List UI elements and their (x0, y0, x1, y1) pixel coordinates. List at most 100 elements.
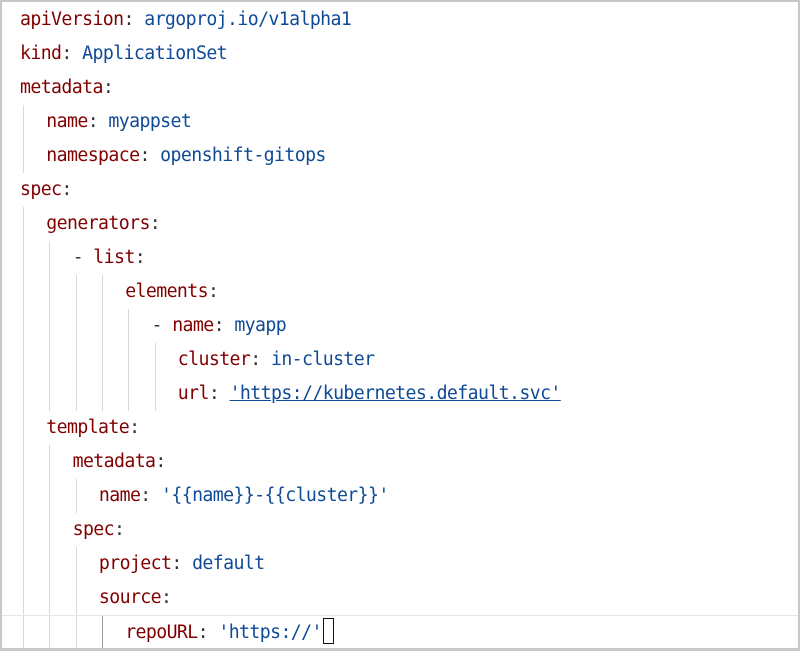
code-text: metadata: (20, 71, 114, 105)
indent-guide (49, 479, 51, 513)
yaml-key: metadata (20, 77, 103, 98)
indent-guide (49, 547, 51, 581)
indent-guide (75, 343, 77, 377)
yaml-key: apiVersion (20, 9, 124, 30)
colon: : (134, 247, 146, 268)
code-line[interactable]: - name: myapp (2, 309, 798, 343)
yaml-value: 'https://' (218, 622, 322, 643)
code-line[interactable]: name: '{{name}}-{{cluster}}' (2, 479, 798, 513)
indent-guide (128, 309, 130, 343)
indent-guide (49, 616, 51, 648)
colon: : (213, 315, 225, 336)
yaml-key: list (93, 247, 135, 268)
indent-guide (75, 616, 77, 648)
code-line[interactable]: name: myappset (2, 105, 798, 139)
code-line[interactable]: url: 'https://kubernetes.default.svc' (2, 377, 798, 411)
yaml-value: in-cluster (270, 349, 375, 370)
colon: : (87, 111, 99, 132)
code-line[interactable]: namespace: openshift-gitops (2, 139, 798, 173)
yaml-key: url (177, 383, 210, 404)
yaml-key: cluster (177, 349, 251, 370)
colon: : (102, 77, 114, 98)
code-text: - name: myapp (152, 309, 287, 343)
indent-guide (49, 343, 51, 377)
indent-guide (23, 616, 24, 648)
yaml-value-link[interactable]: 'https://kubernetes.default.svc' (229, 383, 562, 404)
code-line[interactable]: metadata: (2, 445, 798, 479)
indent-guide (75, 547, 77, 581)
indent-guide (23, 105, 24, 139)
indent-guide (23, 581, 24, 615)
code-line[interactable]: cluster: in-cluster (2, 343, 798, 377)
colon: : (208, 383, 220, 404)
code-line[interactable]: generators: (2, 207, 798, 241)
indent-guide (49, 513, 51, 547)
code-text: source: (99, 581, 172, 615)
code-text: elements: (125, 275, 219, 309)
colon: : (197, 622, 209, 643)
colon: : (114, 519, 125, 540)
indent-guide (49, 309, 51, 343)
colon: : (208, 281, 219, 302)
indent-guide (49, 581, 51, 615)
code-line[interactable]: kind: ApplicationSet (2, 37, 798, 71)
indent-guide (154, 377, 156, 411)
colon: : (250, 349, 261, 370)
yaml-key: generators (46, 213, 150, 234)
colon: : (61, 43, 72, 64)
code-text: metadata: (72, 445, 167, 479)
code-line[interactable]: - list: (2, 241, 798, 275)
indent-guide (128, 377, 130, 411)
colon: : (129, 417, 140, 438)
indent-guide (23, 139, 24, 173)
code-text: spec: (20, 173, 72, 207)
code-text: cluster: in-cluster (178, 343, 375, 377)
indent-guide (49, 377, 51, 411)
yaml-key: spec (20, 179, 62, 200)
code-line[interactable]: elements: (2, 275, 798, 309)
yaml-value: openshift-gitops (160, 145, 326, 166)
yaml-value: ApplicationSet (82, 43, 228, 64)
colon: : (149, 213, 161, 234)
indent-guide (23, 513, 24, 547)
yaml-value: default (192, 553, 265, 574)
indent-guide (23, 377, 24, 411)
code-line[interactable]: spec: (2, 513, 798, 547)
yaml-key: namespace (46, 145, 140, 166)
indent-guide (49, 275, 51, 309)
yaml-key: project (98, 553, 172, 574)
code-text: generators: (46, 207, 160, 241)
indent-guide (23, 343, 24, 377)
code-text: project: default (99, 547, 265, 581)
indent-guide (75, 275, 77, 309)
indent-guide (75, 581, 77, 615)
yaml-key: name (172, 315, 214, 336)
yaml-key: metadata (72, 451, 156, 472)
indent-guide (23, 241, 24, 275)
indent-guide (101, 616, 103, 648)
code-line[interactable]: apiVersion: argoproj.io/v1alpha1 (2, 3, 798, 37)
code-line[interactable]: project: default (2, 547, 798, 581)
code-line[interactable]: repoURL: 'https://' (2, 615, 798, 648)
code-text: name: '{{name}}-{{cluster}}' (99, 479, 389, 513)
code-text: namespace: openshift-gitops (46, 139, 326, 173)
indent-guide (23, 411, 24, 445)
yaml-value: myappset (108, 111, 192, 132)
indent-guide (128, 343, 130, 377)
code-text: kind: ApplicationSet (20, 37, 228, 71)
code-line[interactable]: template: (2, 411, 798, 445)
code-line[interactable]: metadata: (2, 71, 798, 105)
indent-guide (23, 479, 24, 513)
code-text: apiVersion: argoproj.io/v1alpha1 (20, 3, 352, 37)
code-line[interactable]: source: (2, 581, 798, 615)
yaml-key: template (46, 417, 130, 438)
colon: : (139, 145, 150, 166)
indent-guide (23, 547, 24, 581)
indent-guide (49, 241, 51, 275)
code-text: - list: (73, 241, 146, 275)
indent-guide (49, 445, 51, 479)
code-line[interactable]: spec: (2, 173, 798, 207)
code-text: spec: (73, 513, 125, 547)
indent-guide (101, 275, 103, 309)
